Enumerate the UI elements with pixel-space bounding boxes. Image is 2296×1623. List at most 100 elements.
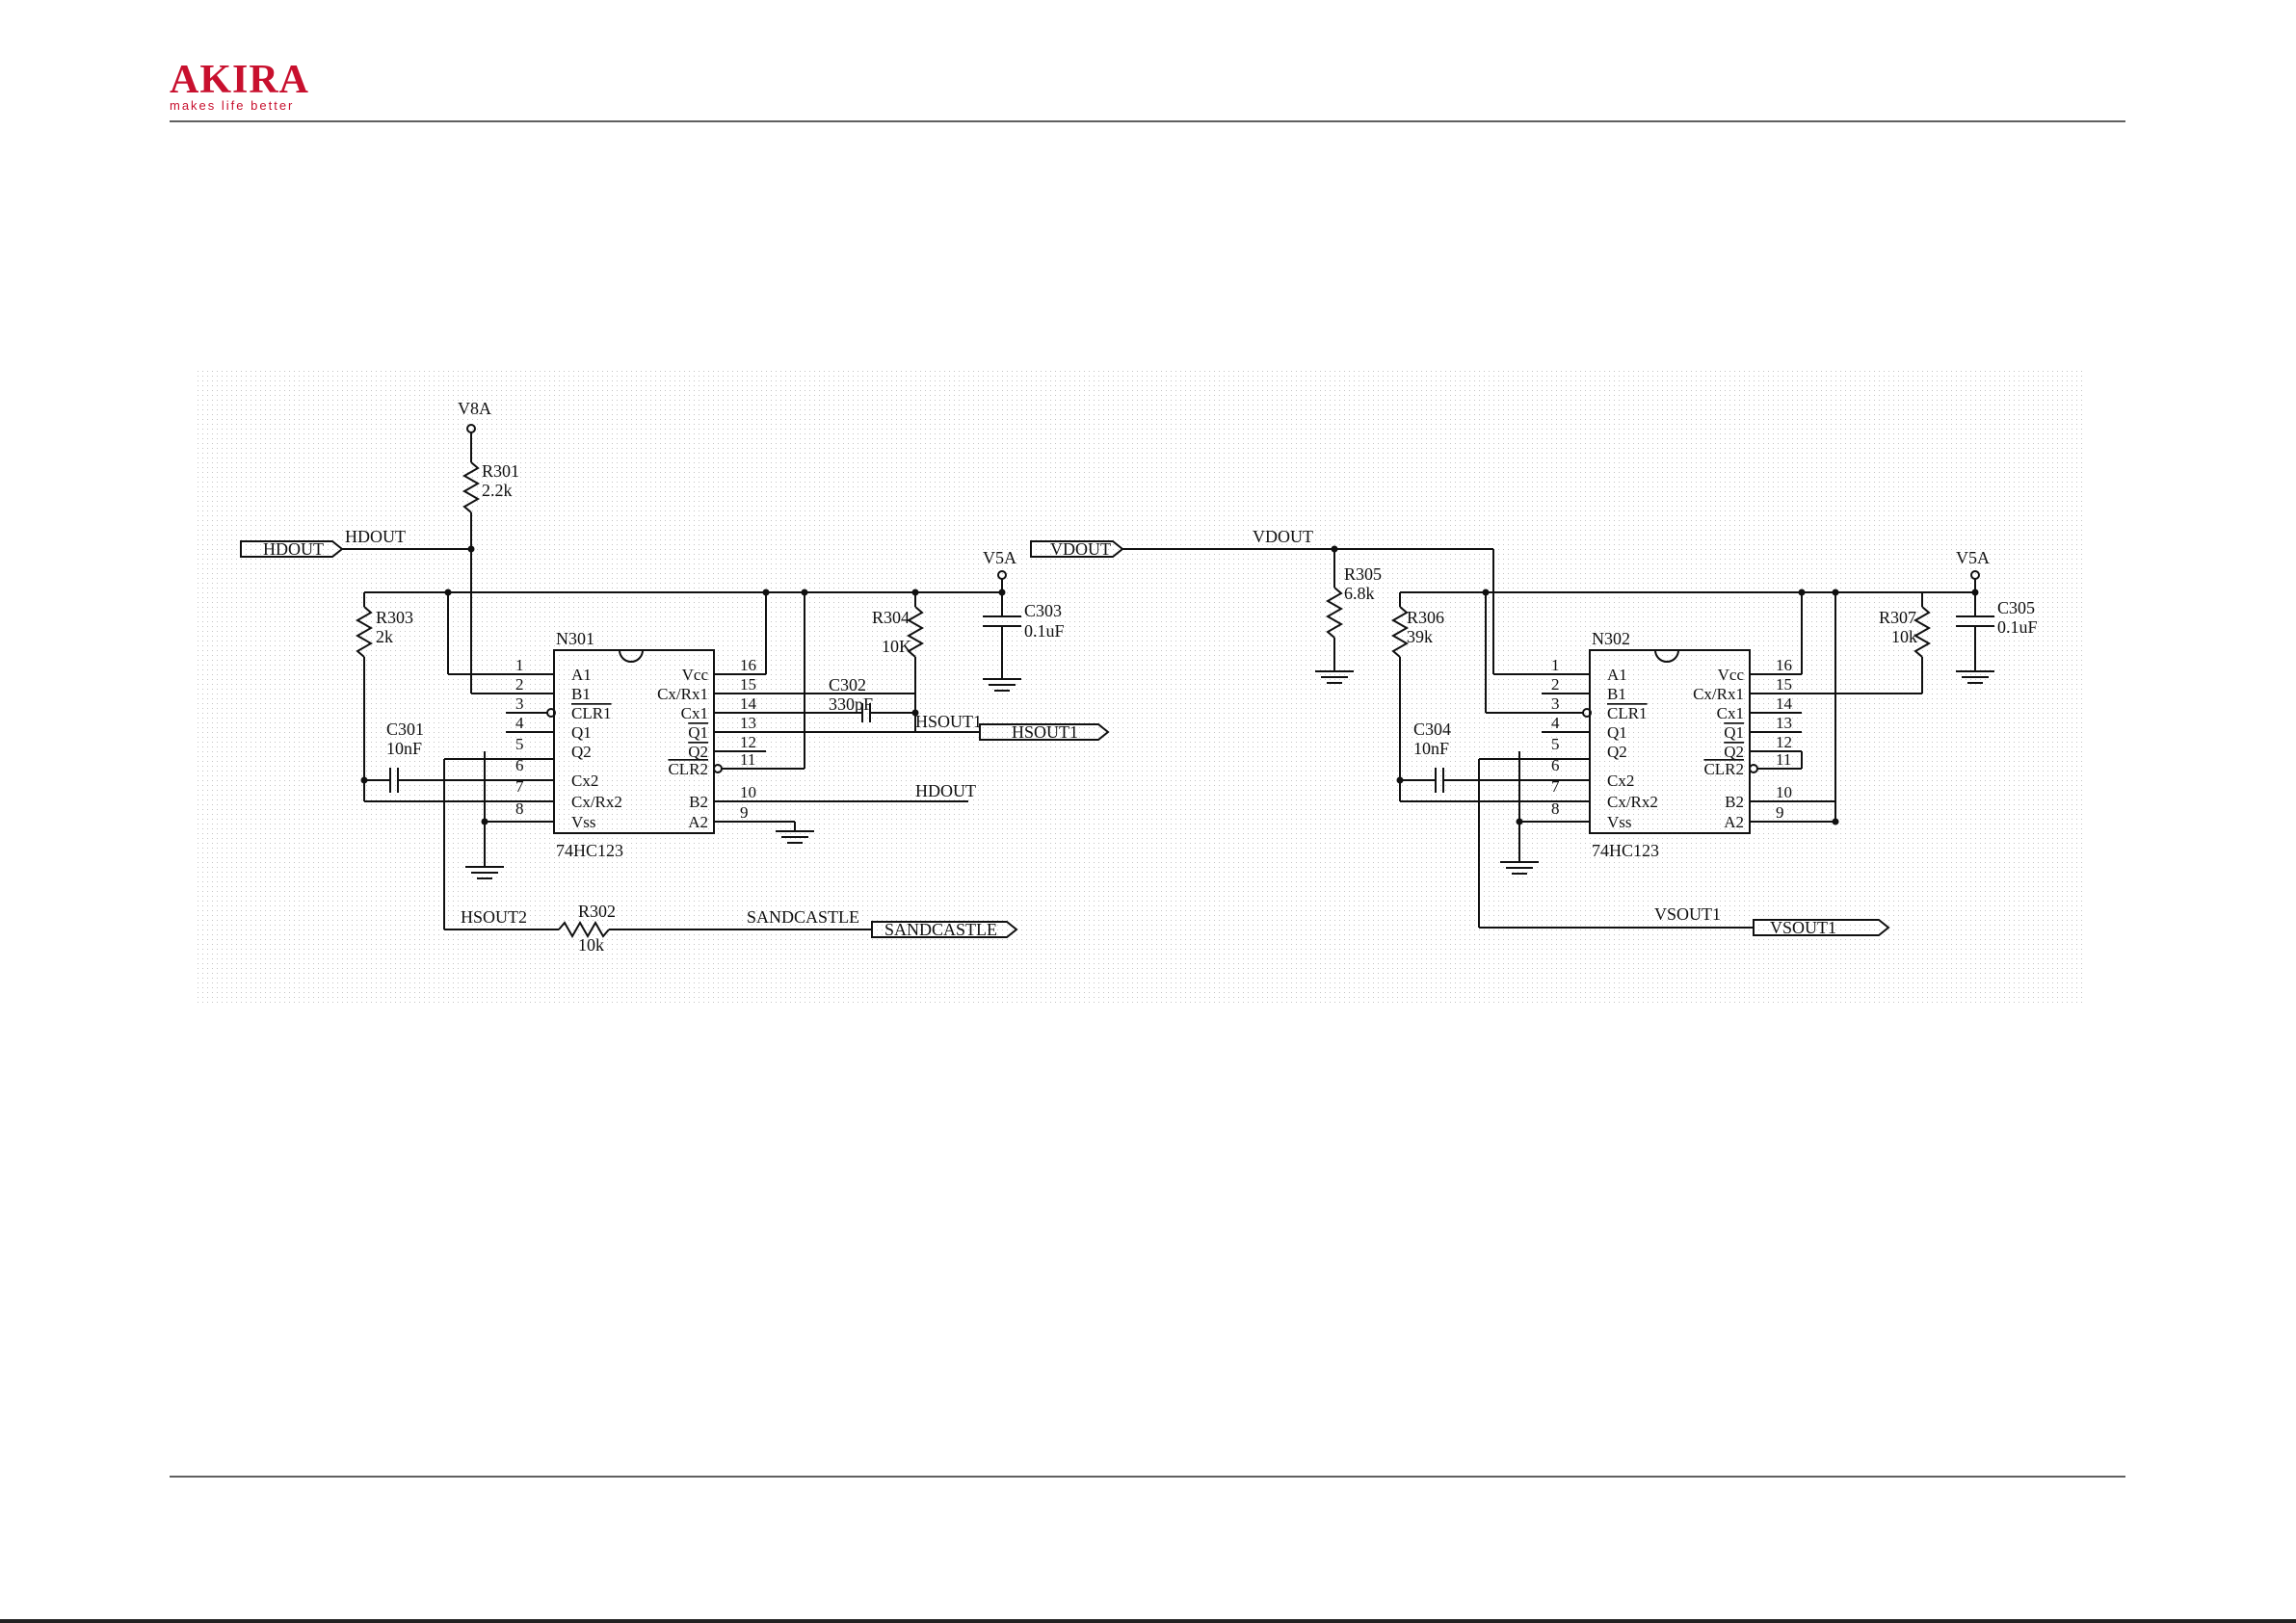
pin-number: 15 [1776, 675, 1792, 694]
c301-ref: C301 [386, 720, 424, 739]
pin-name: Cx/Rx1 [657, 685, 708, 703]
r305-resistor [1325, 587, 1344, 639]
pin-name: B2 [689, 793, 708, 811]
brand-tagline: makes life better [170, 98, 295, 113]
pin-name: Q2 [1607, 743, 1627, 761]
pin-name: Q1 [1607, 723, 1627, 742]
r304-ref: R304 [872, 608, 910, 627]
pin-number: 1 [1551, 656, 1560, 674]
pin-name: CLR1 [571, 704, 612, 722]
vdout-net-label: VDOUT [1253, 527, 1313, 546]
pin-number: 10 [1776, 783, 1792, 801]
c301-value: 10nF [386, 739, 422, 758]
pin-number: 8 [1551, 799, 1560, 818]
schematic-diagram: V8A R301 2.2k HDOUT HDOUT V5A C303 0.1uF… [198, 371, 2086, 1007]
pin-number: 11 [1776, 750, 1791, 769]
pin-number: 9 [1776, 803, 1784, 822]
n302-ic-body [1589, 649, 1751, 834]
r306-value: 39k [1407, 627, 1433, 646]
c303-value: 0.1uF [1024, 621, 1065, 641]
hdout-port-label: HDOUT [263, 539, 324, 559]
c302-value: 330pF [829, 694, 873, 714]
schematic-grid-background [198, 371, 2086, 1007]
pin-number: 16 [1776, 656, 1792, 674]
hsout1-port-label: HSOUT1 [1012, 722, 1078, 742]
page-bottom-edge [0, 1619, 2296, 1623]
pin-name: Vss [571, 813, 596, 831]
pin-name: Cx/Rx2 [1607, 793, 1658, 811]
c304-ref: C304 [1413, 720, 1451, 739]
vdout-input-port [1030, 540, 1124, 558]
hdout-net-label: HDOUT [345, 527, 406, 546]
r302-value: 10k [578, 935, 604, 955]
hsout1-output-port [979, 723, 1110, 741]
r307-value: 10k [1891, 627, 1917, 646]
pin-number: 3 [1551, 694, 1560, 713]
pin-number: 5 [1551, 735, 1560, 753]
hdout-b2-net-label: HDOUT [915, 781, 976, 800]
vsout1-net-label: VSOUT1 [1654, 904, 1721, 924]
r302-resistor [558, 920, 610, 939]
pin-name: Cx2 [1607, 772, 1634, 790]
v8a-label: V8A [458, 399, 491, 418]
n301-part: 74HC123 [556, 841, 623, 860]
r301-value: 2.2k [482, 481, 513, 500]
pin-number: 15 [740, 675, 756, 694]
pin-name: B1 [1607, 685, 1626, 703]
pin-number: 2 [515, 675, 524, 694]
pin-name: Q2 [1724, 743, 1744, 761]
pin-number: 11 [740, 750, 755, 769]
c304-value: 10nF [1413, 739, 1449, 758]
pin-name: Q1 [571, 723, 592, 742]
pin-name: Vss [1607, 813, 1632, 831]
pin-name: B1 [571, 685, 591, 703]
pin-name: CLR2 [668, 760, 708, 778]
pin-name: A1 [1607, 666, 1627, 684]
pin-name: Cx2 [571, 772, 598, 790]
r302-ref: R302 [578, 902, 616, 921]
r303-resistor [355, 606, 374, 658]
pin-number: 4 [515, 714, 524, 732]
footer-divider [170, 1476, 2125, 1478]
pin-number: 5 [515, 735, 524, 753]
brand-logo: AKIRA makes life better [170, 60, 309, 113]
right-circuit [1030, 540, 1994, 936]
pin-name: Q1 [1724, 723, 1744, 742]
pin-number: 14 [1776, 694, 1793, 713]
n301-ic-body [553, 649, 715, 834]
pin-number: 1 [515, 656, 524, 674]
pin-name: Cx/Rx1 [1693, 685, 1744, 703]
n302-ref: N302 [1592, 629, 1630, 648]
pin-number: 3 [515, 694, 524, 713]
pin-number: 6 [1551, 756, 1560, 774]
pin-number: 13 [740, 714, 756, 732]
vdout-port-label: VDOUT [1050, 539, 1111, 559]
pin-name: A2 [688, 813, 708, 831]
hsout2-net-label: HSOUT2 [461, 907, 527, 927]
pin-name: Q1 [688, 723, 708, 742]
r305-ref: R305 [1344, 564, 1382, 584]
pin-name: Q2 [688, 743, 708, 761]
left-circuit [240, 424, 1110, 939]
v5a-label-left: V5A [983, 548, 1016, 567]
pin-number: 7 [515, 777, 524, 796]
pin-name: B2 [1725, 793, 1744, 811]
sandcastle-port-label: SANDCASTLE [884, 920, 997, 939]
r304-value: 10K [882, 637, 911, 656]
sandcastle-output-port [871, 921, 1018, 938]
r301-ref: R301 [482, 461, 519, 481]
pin-name: Cx1 [681, 704, 708, 722]
r303-value: 2k [376, 627, 393, 646]
pin-number: 9 [740, 803, 749, 822]
pin-number: 8 [515, 799, 524, 818]
pin-number: 12 [1776, 733, 1792, 751]
pin-number: 16 [740, 656, 756, 674]
c302-ref: C302 [829, 675, 866, 694]
pin-number: 14 [740, 694, 757, 713]
pin-number: 7 [1551, 777, 1560, 796]
vsout1-port-label: VSOUT1 [1770, 918, 1836, 937]
vsout1-output-port [1753, 919, 1890, 936]
c305-ref: C305 [1997, 598, 2035, 617]
n301-ref: N301 [556, 629, 594, 648]
r307-resistor [1913, 606, 1932, 658]
